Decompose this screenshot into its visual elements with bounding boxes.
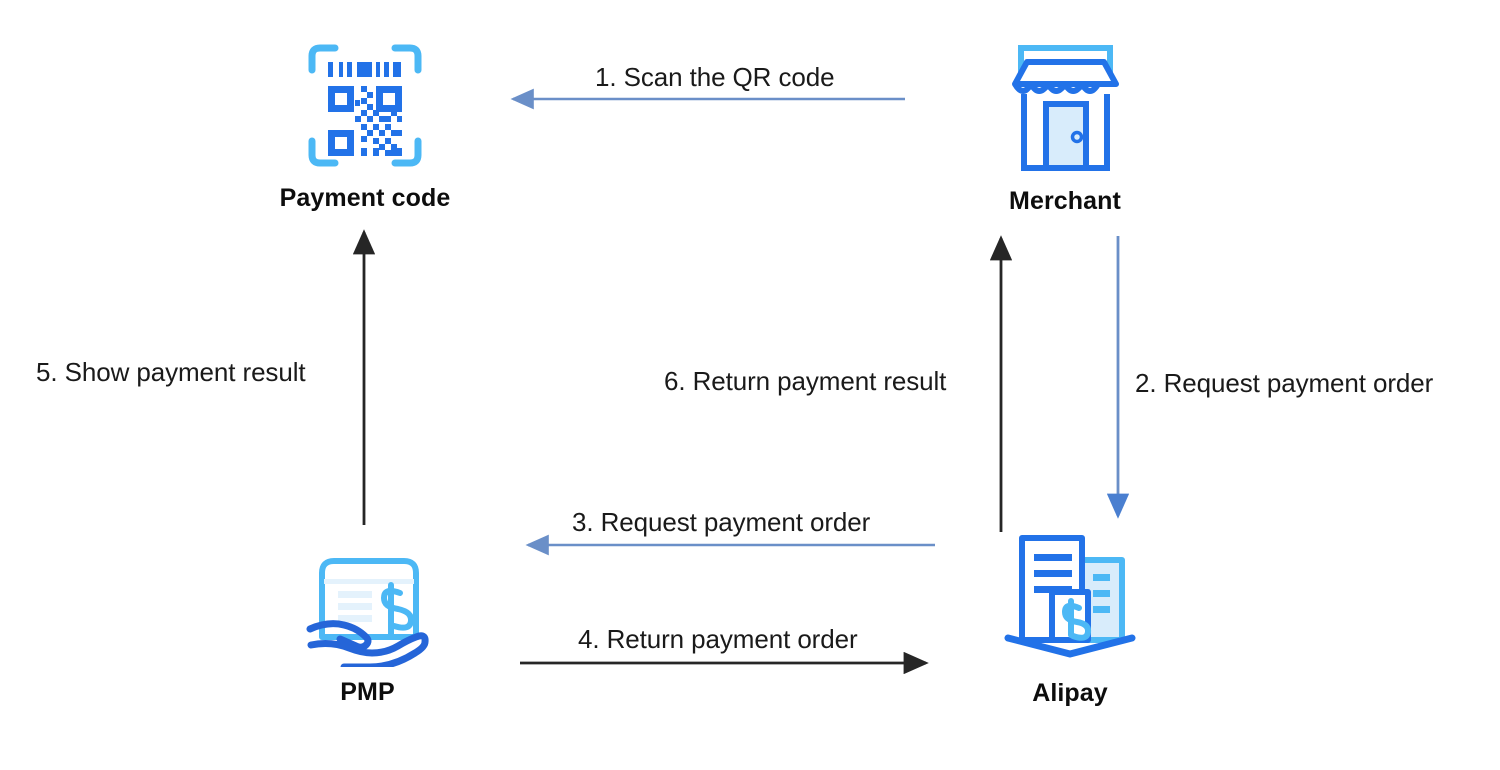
arrow-4-return-payment-order xyxy=(520,651,929,675)
edge-label-3: 3. Request payment order xyxy=(572,507,871,537)
building-dollar-icon xyxy=(1000,528,1140,673)
node-merchant: Merchant xyxy=(960,36,1170,216)
arrow-6-return-payment-result xyxy=(989,235,1013,532)
arrow-1-scan-qr-code xyxy=(510,88,905,110)
hand-holding-payment-icon xyxy=(300,545,435,672)
storefront-icon xyxy=(1003,36,1128,181)
node-label-merchant: Merchant xyxy=(1009,187,1121,215)
arrow-2-request-payment-order xyxy=(1106,236,1130,519)
edge-label-5: 5. Show payment result xyxy=(36,357,306,387)
arrow-5-show-payment-result xyxy=(352,229,376,525)
node-label-alipay: Alipay xyxy=(1032,679,1108,707)
edge-label-4: 4. Return payment order xyxy=(578,624,858,654)
edge-label-6: 6. Return payment result xyxy=(664,366,947,396)
node-pmp: PMP xyxy=(275,545,460,707)
edge-label-1: 1. Scan the QR code xyxy=(595,62,835,92)
node-payment-code: Payment code xyxy=(265,38,465,213)
node-label-pmp: PMP xyxy=(340,678,395,706)
qr-code-scan-icon xyxy=(306,38,424,178)
arrow-3-request-payment-order xyxy=(525,534,935,556)
node-alipay: Alipay xyxy=(975,528,1165,708)
node-label-payment-code: Payment code xyxy=(279,184,451,212)
edge-label-2: 2. Request payment order xyxy=(1135,368,1434,398)
